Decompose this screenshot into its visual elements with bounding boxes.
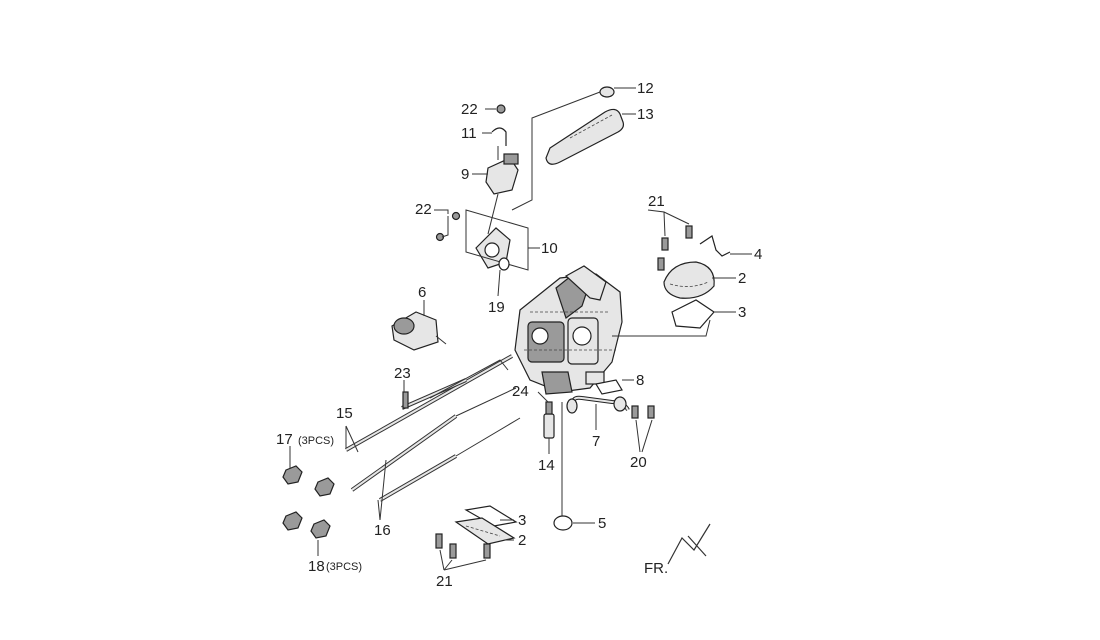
stud-bolts[interactable] [345, 354, 513, 502]
callout-10: 10 [541, 240, 558, 257]
o-ring-5[interactable] [553, 515, 573, 531]
callout-14: 14 [538, 457, 555, 474]
cylinder-head-assembly[interactable] [514, 265, 623, 395]
callout-18: 18 [308, 558, 325, 575]
nut-washer-18[interactable] [310, 519, 331, 539]
front-direction-label: FR. [644, 560, 668, 577]
callout-21-bottom: 21 [436, 573, 453, 590]
callout-4: 4 [754, 246, 762, 263]
cap-cover-2-top[interactable] [663, 261, 715, 299]
callout-16: 16 [374, 522, 391, 539]
callout-15: 15 [336, 405, 353, 422]
leader-hose-path [511, 91, 601, 211]
callout-8: 8 [636, 372, 644, 389]
callout-5: 5 [598, 515, 606, 532]
callout-2-bottom: 2 [518, 532, 526, 549]
callout-3-bottom: 3 [518, 512, 526, 529]
bolts-20[interactable] [631, 405, 655, 419]
callout-12: 12 [637, 80, 654, 97]
bolts-21-bottom[interactable] [435, 533, 491, 559]
nuts-17[interactable] [282, 465, 335, 531]
o-ring-19[interactable] [498, 257, 510, 271]
callout-24: 24 [512, 383, 529, 400]
callout-22: 22 [461, 101, 478, 118]
side-cover-2-bottom[interactable] [454, 517, 516, 545]
bolt-22-top[interactable] [496, 104, 506, 114]
callout-21-top: 21 [648, 193, 665, 210]
callout-13: 13 [637, 106, 654, 123]
callout-19: 19 [488, 299, 505, 316]
callout-3-top: 3 [738, 304, 746, 321]
callout-17: 17 [276, 431, 293, 448]
callout-18-qty: (3PCS) [326, 561, 362, 573]
spark-plug-14[interactable] [543, 401, 555, 439]
callout-17-qty: (3PCS) [298, 435, 334, 447]
hose-clip-11[interactable] [491, 127, 507, 146]
intake-pipe-10[interactable] [475, 227, 511, 269]
bolt-22-left[interactable] [435, 211, 461, 242]
gasket-3-top[interactable] [671, 299, 715, 329]
callout-11: 11 [461, 125, 477, 142]
front-direction-arrow-icon [667, 523, 711, 565]
callout-6: 6 [418, 284, 426, 301]
callout-2-top: 2 [738, 270, 746, 287]
callout-9: 9 [461, 166, 469, 183]
callout-20: 20 [630, 454, 647, 471]
hose-clamp-12[interactable] [599, 86, 615, 98]
callout-23: 23 [394, 365, 411, 382]
solenoid-valve-6[interactable] [391, 311, 447, 351]
gasket-8[interactable] [595, 379, 623, 395]
callout-22-lower: 22 [415, 201, 432, 218]
bolt-21-top-right[interactable] [657, 225, 693, 271]
breather-hose-13[interactable] [545, 108, 625, 165]
stud-23[interactable] [402, 391, 409, 409]
callout-7: 7 [592, 433, 600, 450]
oil-pipe-7[interactable] [566, 395, 630, 414]
bracket-4[interactable] [699, 235, 731, 257]
fuel-injector-9[interactable] [485, 146, 519, 195]
